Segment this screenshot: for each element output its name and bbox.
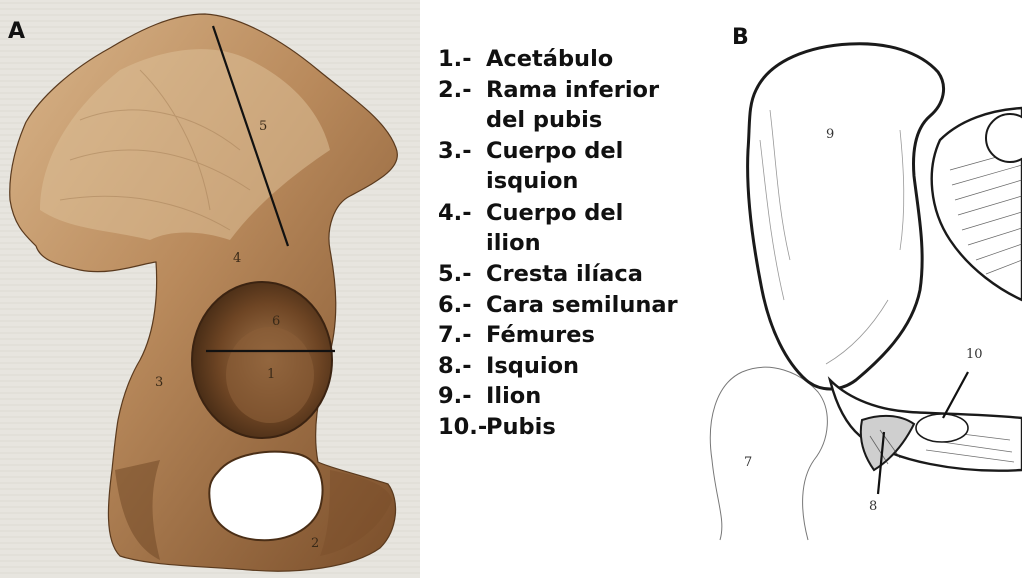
legend-text: Cuerpo del ilion bbox=[486, 198, 623, 260]
legend: 1.- Acetábulo 2.- Rama inferior del pubi… bbox=[438, 44, 728, 443]
legend-text: Rama inferior del pubis bbox=[486, 75, 659, 137]
legend-number: 5.- bbox=[438, 259, 486, 290]
legend-item: 8.- Isquion bbox=[438, 351, 728, 382]
label-ilium-body: 4 bbox=[233, 251, 241, 266]
label-ischium: 8 bbox=[869, 499, 877, 514]
label-lunate-surface: 6 bbox=[272, 314, 280, 329]
legend-item: 1.- Acetábulo bbox=[438, 44, 728, 75]
legend-item: 7.- Fémures bbox=[438, 320, 728, 351]
legend-text: Acetábulo bbox=[486, 44, 613, 75]
legend-number: 3.- bbox=[438, 136, 486, 198]
legend-text: Cresta ilíaca bbox=[486, 259, 643, 290]
legend-number: 1.- bbox=[438, 44, 486, 75]
label-pubis: 10 bbox=[966, 347, 983, 362]
legend-text: Pubis bbox=[486, 412, 556, 443]
panel-b-letter: B bbox=[732, 25, 749, 50]
label-acetabulum: 1 bbox=[267, 367, 275, 382]
label-inferior-pubic-ramus: 2 bbox=[311, 536, 319, 551]
legend-number: 8.- bbox=[438, 351, 486, 382]
legend-text: Ilion bbox=[486, 381, 541, 412]
legend-item: 2.- Rama inferior del pubis bbox=[438, 75, 728, 137]
legend-item: 6.- Cara semilunar bbox=[438, 290, 728, 321]
label-femurs: 7 bbox=[744, 455, 752, 470]
legend-item: 3.- Cuerpo del isquion bbox=[438, 136, 728, 198]
legend-number: 10.- bbox=[438, 412, 486, 443]
label-ischium-body: 3 bbox=[155, 375, 163, 390]
legend-text: Cara semilunar bbox=[486, 290, 678, 321]
legend-item: 10.- Pubis bbox=[438, 412, 728, 443]
panel-a-letter: A bbox=[8, 19, 25, 44]
legend-item: 5.- Cresta ilíaca bbox=[438, 259, 728, 290]
legend-item: 9.- Ilion bbox=[438, 381, 728, 412]
label-ilium: 9 bbox=[826, 127, 834, 142]
legend-number: 6.- bbox=[438, 290, 486, 321]
legend-number: 9.- bbox=[438, 381, 486, 412]
legend-text: Fémures bbox=[486, 320, 595, 351]
legend-number: 4.- bbox=[438, 198, 486, 260]
legend-number: 7.- bbox=[438, 320, 486, 351]
legend-number: 2.- bbox=[438, 75, 486, 137]
legend-text: Isquion bbox=[486, 351, 579, 382]
legend-item: 4.- Cuerpo del ilion bbox=[438, 198, 728, 260]
obturator-foramen bbox=[209, 452, 322, 540]
label-iliac-crest: 5 bbox=[259, 119, 267, 134]
obturator-foramen-sketch bbox=[916, 414, 968, 442]
legend-text: Cuerpo del isquion bbox=[486, 136, 623, 198]
hip-bone-photo-panel: A 1 2 3 4 5 6 bbox=[0, 0, 420, 578]
pelvis-sketch-panel: B 7 8 9 10 bbox=[700, 0, 1022, 578]
